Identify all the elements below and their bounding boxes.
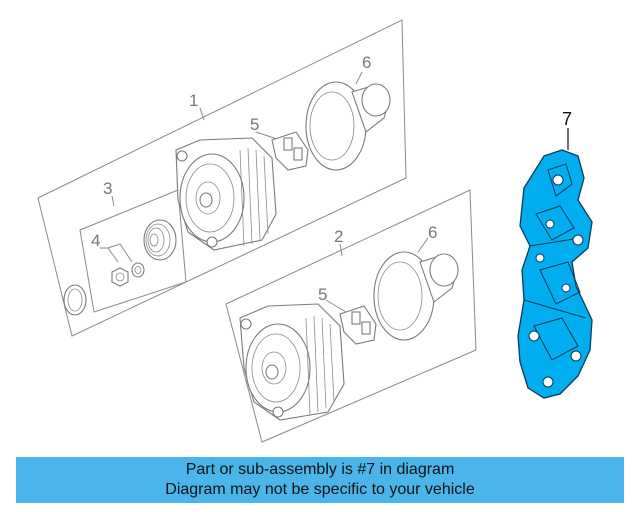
alternator-top-part <box>175 137 277 251</box>
pulley-part <box>143 219 177 261</box>
callout-5-top: 5 <box>250 115 259 134</box>
callout-3: 3 <box>103 179 112 198</box>
banner-line-1: Part or sub-assembly is #7 in diagram <box>185 461 455 478</box>
callout-7: 7 <box>562 109 572 129</box>
assembly-3-frame <box>79 189 187 313</box>
callout-1: 1 <box>189 91 198 110</box>
assembly-2-frame <box>225 189 477 443</box>
regulator-top-part <box>271 131 309 171</box>
cover-top-part <box>305 81 391 171</box>
callout-6-bottom: 6 <box>428 223 437 242</box>
regulator-bottom-part <box>339 305 377 345</box>
nut-washer-part <box>111 262 145 287</box>
callout-4: 4 <box>91 231 100 250</box>
parts-diagram: 1 3 4 5 6 2 5 6 7 <box>37 19 593 443</box>
alternator-bottom-part <box>239 303 345 421</box>
callout-leaders <box>100 71 569 313</box>
callout-5-bottom: 5 <box>318 285 327 304</box>
mounting-bracket-part-7 <box>517 149 593 399</box>
banner-line-2: Diagram may not be specific to your vehi… <box>165 481 475 498</box>
callout-6-top: 6 <box>362 53 371 72</box>
callout-2: 2 <box>334 227 343 246</box>
bracket-body <box>517 149 593 399</box>
assembly-1-frame <box>37 19 407 337</box>
seal-ring-part <box>63 284 87 316</box>
info-banner: Part or sub-assembly is #7 in diagram Di… <box>16 457 624 503</box>
cover-bottom-part <box>373 251 459 341</box>
